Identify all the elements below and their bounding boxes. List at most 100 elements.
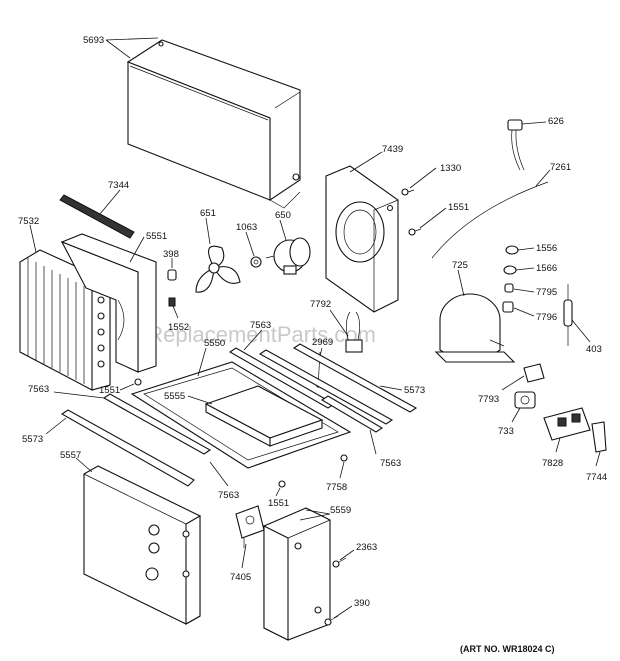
label-7563-a: 7563	[250, 320, 271, 331]
part-wrapper-5693	[126, 39, 301, 209]
leader-7793	[501, 375, 525, 391]
part-nut-1063	[250, 256, 262, 268]
leader-650	[279, 219, 287, 241]
leader-403	[571, 319, 591, 343]
part-clip-398	[167, 269, 177, 307]
label-5557: 5557	[60, 450, 81, 461]
part-screw-1551-c	[278, 480, 286, 488]
label-733: 733	[498, 426, 514, 437]
part-housing-5559	[263, 507, 331, 641]
watermark: eReplacementParts.com	[135, 322, 376, 347]
label-2363: 2363	[356, 542, 377, 553]
leader-626	[521, 121, 547, 125]
leader-733	[511, 407, 521, 423]
part-screw-390	[324, 615, 339, 626]
part-fan-blade-651	[195, 245, 241, 293]
leader-7405	[241, 543, 247, 569]
part-rail-5573-a	[292, 343, 418, 413]
leader-5573-b	[45, 417, 67, 435]
part-clips-7795-7796	[502, 283, 514, 313]
leader-1330	[409, 167, 437, 189]
leader-7344	[99, 189, 121, 215]
label-5551: 5551	[146, 231, 167, 242]
leader-7792	[329, 309, 349, 337]
leader-7828	[555, 437, 561, 453]
leader-725	[457, 269, 465, 297]
leader-2363	[339, 549, 355, 561]
label-5550: 5550	[204, 338, 225, 349]
leader-7563-d	[209, 461, 229, 487]
leader-7563-b	[369, 429, 377, 455]
part-screw-7758	[340, 454, 348, 462]
label-7563-b: 7563	[380, 458, 401, 469]
label-398: 398	[163, 249, 179, 260]
leader-7758	[339, 461, 345, 479]
label-7793: 7793	[478, 394, 499, 405]
leader-1551-a	[419, 207, 447, 229]
label-651: 651	[200, 208, 216, 219]
label-2969: 2969	[312, 337, 333, 348]
part-capacitor-7792	[345, 311, 363, 353]
leader-651	[205, 217, 211, 245]
part-drier-403	[563, 284, 573, 346]
label-5573-a: 5573	[404, 385, 425, 396]
leader-5551	[129, 236, 145, 263]
label-7828: 7828	[542, 458, 563, 469]
part-panel-5557	[83, 465, 201, 625]
part-relay-626	[507, 119, 525, 171]
part-screw-1551-a	[408, 228, 422, 236]
leader-390	[333, 605, 353, 619]
label-7344: 7344	[108, 180, 129, 191]
leader-5557	[75, 457, 93, 473]
part-compressor-725	[434, 293, 516, 363]
leader-5550	[197, 347, 207, 377]
leader-1551-c	[275, 487, 281, 497]
label-7439: 7439	[382, 144, 403, 155]
leader-1551-b	[119, 383, 135, 391]
part-gasket-7344	[59, 194, 135, 239]
leader-1556	[517, 247, 535, 251]
part-grommets-1556-1566	[503, 245, 519, 275]
label-5693: 5693	[83, 35, 104, 46]
part-bracket-7744	[591, 421, 607, 453]
label-1552: 1552	[168, 322, 189, 333]
leader-5693	[105, 37, 159, 59]
callout-labels: 5693 626 7439 1330 7261 7344 1551 651 10…	[18, 35, 607, 609]
label-626: 626	[548, 116, 564, 127]
leader-5573-a	[379, 385, 403, 391]
leader-5555	[187, 395, 213, 405]
part-tray-5555	[204, 385, 324, 447]
part-rail-7563-c	[102, 393, 212, 455]
part-7793	[523, 363, 545, 383]
label-1551-a: 1551	[448, 202, 469, 213]
label-5559: 5559	[330, 505, 351, 516]
label-1566: 1566	[536, 263, 557, 274]
label-7758: 7758	[326, 482, 347, 493]
leader-1063	[245, 231, 255, 257]
part-orifice-7439	[325, 165, 399, 313]
label-5573-b: 5573	[22, 434, 43, 445]
leader-7563-a	[243, 329, 263, 351]
label-650: 650	[275, 210, 291, 221]
label-1556: 1556	[536, 243, 557, 254]
label-7563-c: 7563	[28, 384, 49, 395]
part-tube-7261	[431, 181, 549, 259]
leader-7261	[535, 169, 551, 187]
leader-7439	[349, 151, 383, 173]
art-number: (ART NO. WR18024 C)	[460, 644, 555, 654]
label-1551-b: 1551	[99, 385, 120, 396]
leader-7744	[595, 451, 601, 467]
leader-7563-c	[53, 391, 105, 399]
part-rail-5573-b	[60, 409, 195, 487]
label-7563-d: 7563	[218, 490, 239, 501]
part-fan-motor-650	[265, 237, 311, 275]
part-screw-2363	[332, 557, 347, 568]
label-7795: 7795	[536, 287, 557, 298]
leader-7796	[513, 307, 535, 317]
leader-7795	[513, 288, 535, 293]
part-shroud-5551	[60, 233, 157, 373]
leader-5559	[299, 509, 331, 521]
leader-1566	[515, 267, 535, 271]
part-rail-7563-b	[320, 395, 384, 433]
